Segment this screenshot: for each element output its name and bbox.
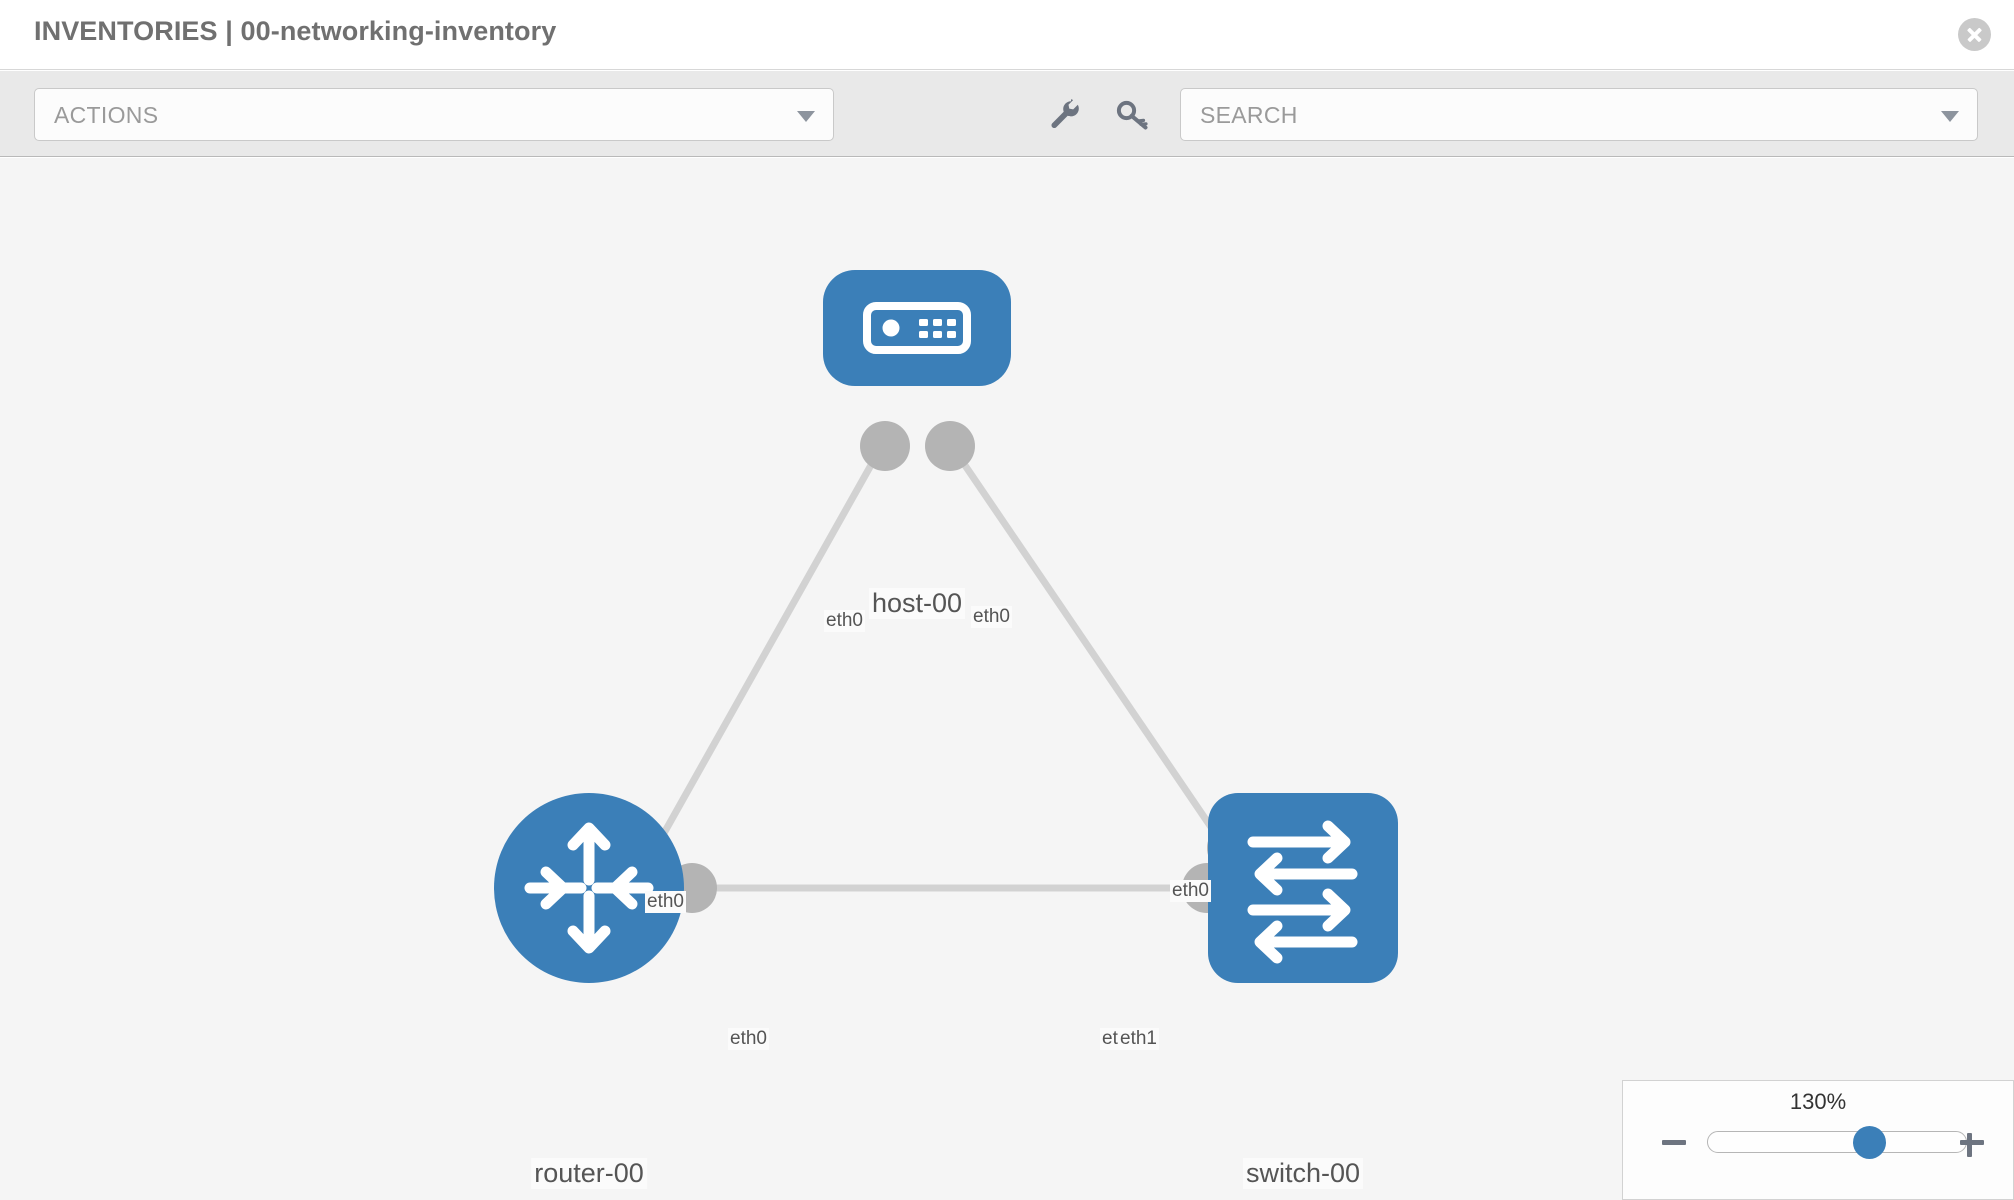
interface-label: eth0 xyxy=(824,610,865,632)
interface-endpoint xyxy=(925,421,975,471)
wrench-icon[interactable] xyxy=(1047,98,1081,132)
key-icon[interactable] xyxy=(1115,98,1149,132)
zoom-in-button[interactable] xyxy=(1957,1127,1987,1157)
chevron-down-icon xyxy=(797,111,815,122)
node-label-switch-00: switch-00 xyxy=(1242,1158,1364,1189)
close-icon[interactable] xyxy=(1958,18,1991,51)
node-host-00 xyxy=(823,270,1011,386)
link-layer xyxy=(646,456,1235,892)
search-placeholder: SEARCH xyxy=(1200,102,1298,128)
topology-graph xyxy=(494,270,1398,983)
toolbar: ACTIONS SEARCH xyxy=(0,71,2014,157)
topology-canvas[interactable]: host-00 router-00 switch-00 eth0 eth0 et… xyxy=(0,158,2014,1200)
switch-icon xyxy=(1247,820,1358,964)
interface-label: eth0 xyxy=(1170,880,1211,902)
interface-label: eth0 xyxy=(728,1028,769,1050)
interface-label: eth0 xyxy=(645,891,686,913)
interface-endpoint xyxy=(860,421,910,471)
zoom-out-button[interactable] xyxy=(1659,1127,1689,1157)
link-host-switch xyxy=(957,456,1235,860)
page-title: INVENTORIES | 00-networking-inventory xyxy=(34,16,557,46)
host-icon xyxy=(863,302,971,354)
zoom-level-value: 130% xyxy=(1789,1089,1847,1114)
page-header: INVENTORIES | 00-networking-inventory xyxy=(0,0,2014,70)
zoom-control-panel: 130% xyxy=(1622,1080,2014,1200)
node-router-00 xyxy=(494,793,684,983)
interface-label: eth1 xyxy=(1118,1028,1159,1050)
actions-dropdown-label: ACTIONS xyxy=(54,102,159,128)
zoom-slider-thumb[interactable] xyxy=(1853,1126,1886,1159)
search-input[interactable]: SEARCH xyxy=(1180,88,1978,141)
router-icon xyxy=(524,822,654,954)
actions-dropdown[interactable]: ACTIONS xyxy=(34,88,834,141)
node-label-host-00: host-00 xyxy=(868,588,966,619)
zoom-slider[interactable] xyxy=(1707,1126,1967,1159)
chevron-down-icon xyxy=(1941,111,1959,122)
link-router-host xyxy=(646,456,879,860)
interface-label: eth0 xyxy=(971,606,1012,628)
node-switch-00 xyxy=(1208,793,1398,983)
node-label-router-00: router-00 xyxy=(531,1158,647,1189)
